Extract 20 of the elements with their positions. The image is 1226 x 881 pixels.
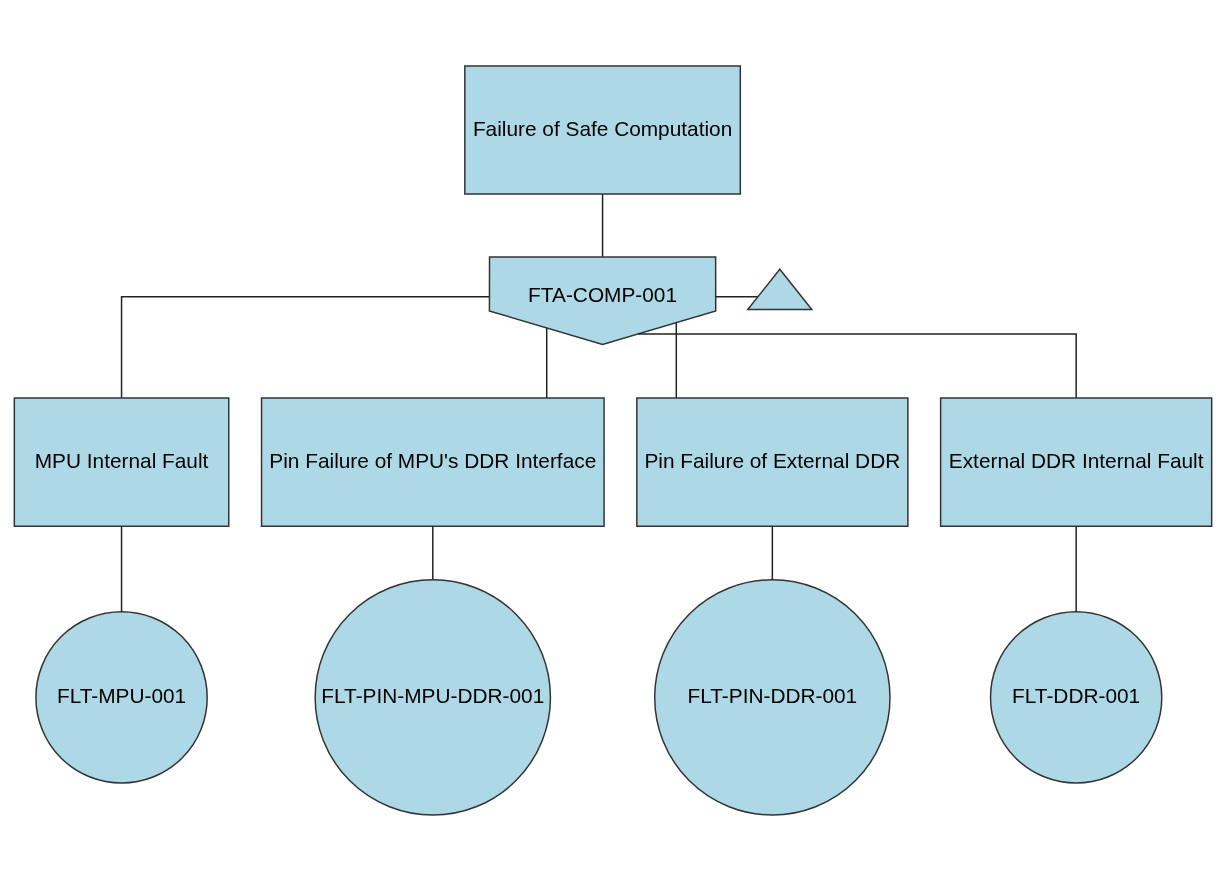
- connector: [637, 333, 1077, 399]
- connector: [771, 525, 774, 581]
- node-box: MPU Internal Fault: [13, 397, 230, 527]
- node-box: Pin Failure of External DDR: [636, 397, 909, 527]
- node-box: Pin Failure of MPU's DDR Interface: [260, 397, 605, 527]
- node-circle: FLT-DDR-001: [989, 611, 1163, 784]
- node-box: External DDR Internal Fault: [939, 397, 1213, 527]
- connector: [675, 321, 678, 399]
- node-circle: FLT-PIN-MPU-DDR-001: [314, 579, 552, 816]
- connector: [601, 193, 604, 258]
- connector: [120, 296, 490, 399]
- connector: [546, 327, 548, 399]
- connector: [715, 296, 759, 298]
- node-triangle: [746, 268, 814, 311]
- connector: [432, 525, 434, 581]
- node-circle: FLT-PIN-DDR-001: [653, 579, 891, 816]
- node-box: Failure of Safe Computation: [464, 65, 742, 195]
- node-circle: FLT-MPU-001: [35, 611, 208, 784]
- connector: [1075, 525, 1077, 613]
- connector: [120, 525, 123, 613]
